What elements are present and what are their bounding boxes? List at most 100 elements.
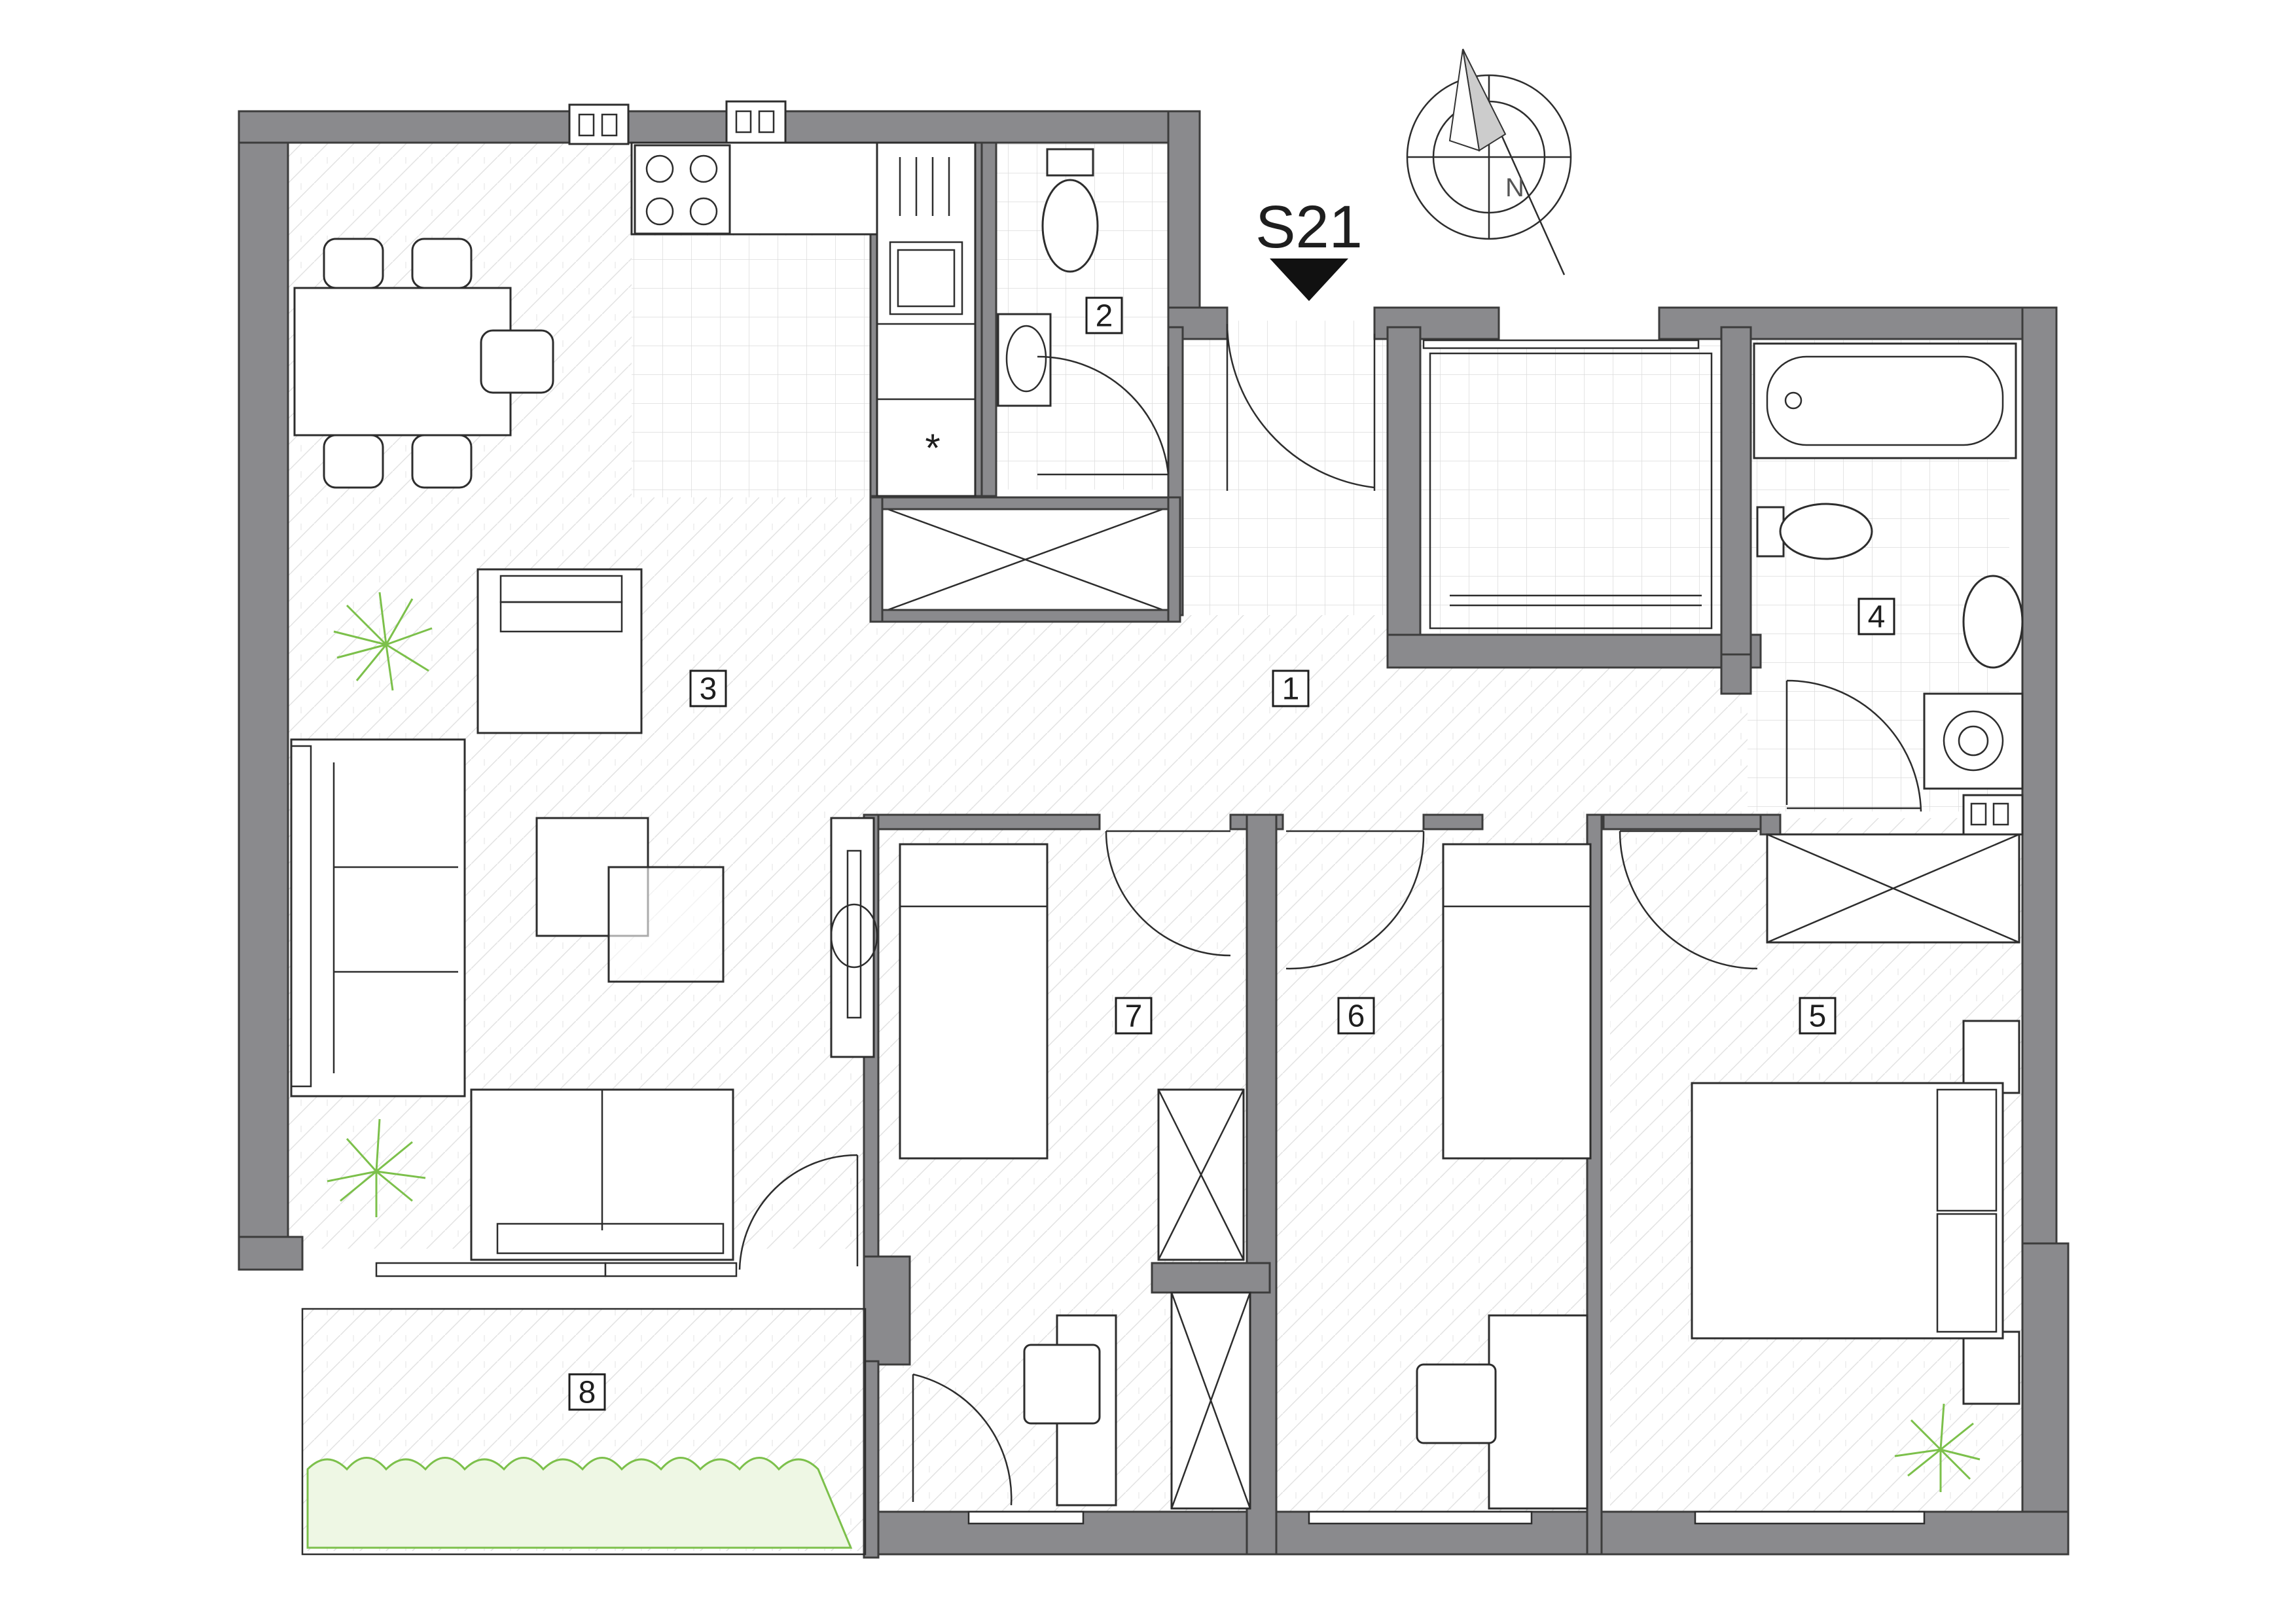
entry-door[interactable] — [1226, 323, 1376, 491]
wall-north-east — [1658, 306, 2040, 340]
window-balcony-1 — [375, 1262, 607, 1277]
wall-bath-stub — [1720, 653, 1752, 695]
wall-hall-south-left — [863, 813, 1101, 830]
bathtub — [1753, 342, 2017, 459]
armchair — [476, 568, 643, 734]
wall-west — [238, 110, 289, 1271]
svg-text:3: 3 — [700, 672, 717, 707]
bed-room6 — [1442, 843, 1592, 1160]
wall-closet-divider — [1151, 1262, 1271, 1294]
windows — [375, 339, 1926, 1525]
room-label-8: 8 — [568, 1373, 606, 1411]
dining-table — [293, 287, 512, 437]
apartment-code: S21 — [1255, 194, 1363, 260]
floor-storage — [1394, 340, 1721, 635]
door-balcony[interactable] — [738, 1154, 859, 1270]
wall-room7-6 — [1246, 813, 1278, 1556]
toilet-tank-wc — [1046, 148, 1094, 177]
door-room7[interactable] — [1105, 830, 1231, 957]
chair-2 — [411, 238, 473, 289]
window-room7 — [967, 1510, 1085, 1525]
door-room6[interactable] — [1285, 830, 1425, 970]
wall-hall-south-east — [1602, 813, 1768, 830]
window-balcony-2 — [604, 1262, 738, 1277]
toilet-tank-bath — [1756, 506, 1785, 558]
wall-bath-west — [1720, 326, 1752, 669]
plant-icon — [1894, 1403, 1981, 1492]
room-label-5: 5 — [1799, 997, 1837, 1035]
sofa-left — [290, 738, 466, 1097]
chair-4 — [411, 434, 473, 489]
cooktop — [634, 144, 731, 235]
desk-chair-room6 — [1416, 1363, 1497, 1444]
svg-text:2: 2 — [1096, 299, 1113, 334]
balcony — [301, 1308, 867, 1556]
sink — [889, 241, 963, 315]
chair-3 — [323, 434, 384, 489]
wall-storage — [1386, 326, 1422, 669]
wall-east — [2021, 306, 2058, 1251]
door-room5[interactable] — [1619, 830, 1758, 970]
vents — [568, 100, 2024, 836]
desk-chair-room7 — [1023, 1344, 1101, 1425]
bed-room7 — [899, 843, 1049, 1160]
door-bath — [1785, 679, 1922, 812]
kitchen: * — [630, 141, 977, 497]
wc — [997, 148, 1170, 476]
room-label-2: 2 — [1085, 296, 1123, 334]
chair-5 — [480, 329, 554, 394]
svg-text:1: 1 — [1282, 672, 1300, 707]
wall-storage-south — [1386, 633, 1762, 669]
down-triangle-icon — [1270, 259, 1348, 301]
room-5-furniture — [1619, 830, 2020, 1492]
svg-text:7: 7 — [1125, 999, 1143, 1034]
wall-north-left — [238, 110, 1179, 144]
bathroom — [1753, 342, 2024, 812]
svg-text:5: 5 — [1809, 999, 1827, 1034]
chair-1 — [323, 238, 384, 289]
window-storage — [1422, 339, 1700, 349]
vent-2 — [725, 100, 787, 145]
room-label-1: 1 — [1272, 669, 1310, 707]
toilet-bath — [1779, 503, 1873, 560]
kitchen-column — [876, 141, 977, 497]
wall-wc-east — [980, 141, 997, 497]
living-dining — [290, 238, 878, 1270]
compass-icon: N — [1406, 48, 1572, 276]
plant-icon — [327, 1118, 426, 1217]
wall-room5-stub — [1759, 813, 1782, 836]
svg-text:6: 6 — [1348, 999, 1365, 1034]
room-7-furniture — [899, 830, 1245, 1507]
room-label-7: 7 — [1115, 997, 1153, 1035]
hedge-planter — [306, 1457, 853, 1549]
wall-north-right-step — [1167, 110, 1201, 322]
compass-north-letter: N — [1505, 173, 1524, 202]
coffee-table-2 — [607, 866, 725, 983]
kitchen-marker: * — [925, 426, 940, 470]
floor-entry — [1175, 321, 1388, 615]
wall-room7-west-lower — [863, 1255, 911, 1366]
room-labels: 1 2 3 4 5 6 7 8 — [568, 296, 1895, 1411]
desk-room6 — [1488, 1314, 1588, 1510]
door-room7-balcony[interactable] — [912, 1373, 1013, 1506]
window-room5 — [1694, 1510, 1926, 1525]
room-label-4: 4 — [1857, 597, 1895, 635]
plant-icon — [333, 592, 433, 691]
wall-west-lower — [238, 1236, 304, 1271]
svg-text:8: 8 — [579, 1376, 596, 1410]
storage-inner — [1429, 352, 1713, 630]
nightstand-bottom — [1962, 1330, 2020, 1405]
entry-closet — [869, 496, 1181, 623]
storage — [1429, 352, 1713, 630]
room-label-6: 6 — [1337, 997, 1375, 1035]
entrance-code: S21 — [1255, 194, 1363, 301]
vent-1 — [568, 103, 630, 145]
svg-text:4: 4 — [1868, 600, 1886, 635]
tv-stand — [830, 817, 875, 1058]
floor-kitchen — [632, 236, 880, 497]
room-label-3: 3 — [689, 669, 727, 707]
wall-balcony-east — [863, 1360, 880, 1559]
window-room6 — [1308, 1510, 1533, 1525]
washing-machine — [1923, 692, 2024, 790]
